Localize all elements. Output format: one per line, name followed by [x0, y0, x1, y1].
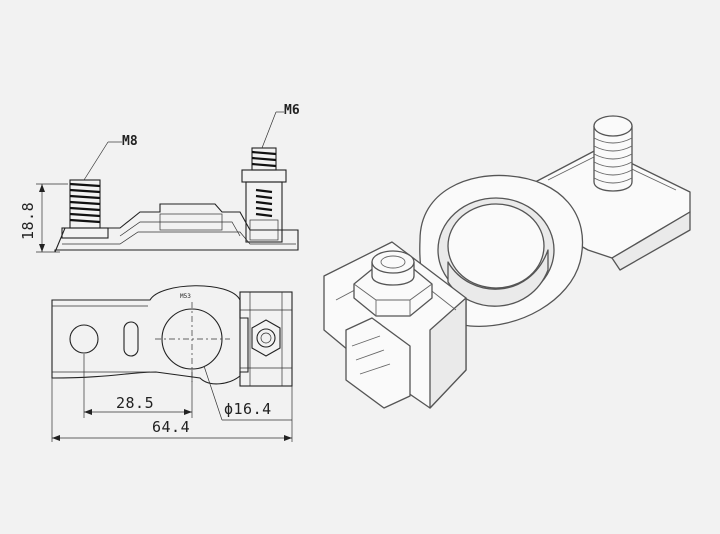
center-distance-label: 28.5	[116, 394, 154, 412]
top-view-mark: M53	[180, 293, 191, 300]
m8-label: M8	[122, 134, 138, 149]
m8-stud-iso	[593, 115, 633, 192]
m6-nut-iso	[353, 250, 433, 317]
m8-stud-side	[61, 179, 109, 239]
m6-label: M6	[284, 103, 300, 118]
isometric-view	[323, 115, 691, 409]
side-view: 18.8 M8 M6	[19, 103, 300, 253]
top-view: M53 28.5 ϕ16.4 64.4	[51, 285, 293, 442]
m6-clamp-top	[239, 291, 293, 387]
m6-clamp-side	[241, 147, 287, 243]
hole-diameter-label: ϕ16.4	[224, 400, 272, 418]
height-dimension-label: 18.8	[19, 202, 37, 240]
overall-length-label: 64.4	[152, 418, 190, 436]
